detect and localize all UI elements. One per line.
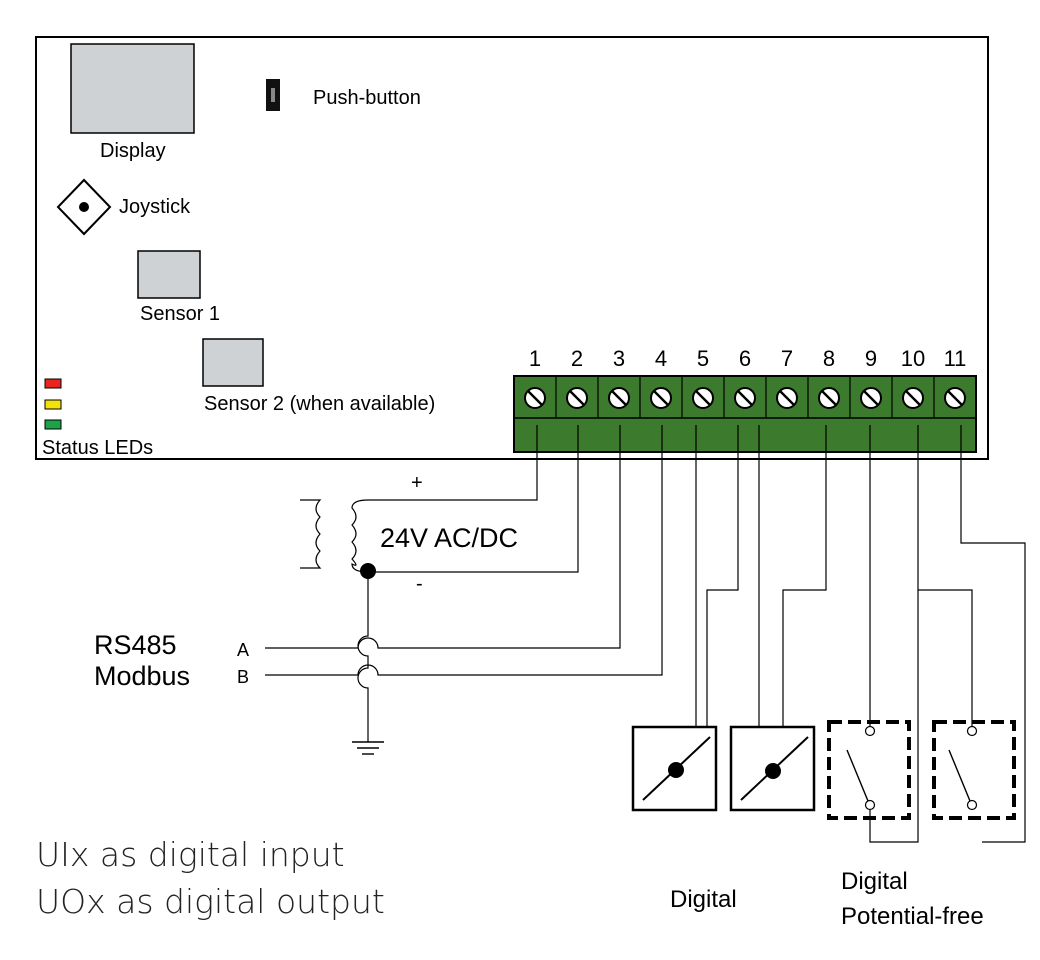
power-plus-label: + [411,472,423,494]
wire-rs485-a [265,425,621,649]
wire-power-plus [368,425,538,501]
wire-rs485-b [265,425,663,676]
push-button-slot-icon [271,88,275,102]
legend-line-1: UIx as digital input [36,835,345,874]
wire-terminal-8 [782,425,827,727]
terminal-number: 3 [613,346,625,371]
wire-ground [357,571,369,742]
terminal-number: 9 [865,346,877,371]
potential-free-label-line-1: Digital [841,868,908,895]
potential-free-switch-2-icon [948,749,971,802]
sensor-1 [137,250,201,299]
display-label: Display [100,140,166,162]
status-led-yellow [44,399,62,410]
terminal-block: 1 2 3 4 5 6 7 8 9 10 11 [513,346,977,453]
display [70,43,195,134]
terminal-number: 5 [697,346,709,371]
status-leds-label: Status LEDs [42,437,153,459]
terminal-number: 11 [944,346,967,371]
potential-free-label-line-2: Potential-free [841,903,984,930]
terminal-number: 10 [901,346,925,371]
joystick-label: Joystick [119,196,191,218]
status-led-green [44,419,62,430]
status-led-red [44,378,62,389]
terminal-number: 8 [823,346,835,371]
rs485-a-label: A [237,640,249,660]
potential-free-switch-1-icon [846,749,869,802]
rs485-subtitle: Modbus [94,661,190,691]
terminal-number: 7 [781,346,793,371]
potential-free-contact-2 [932,720,1016,820]
wire-terminal-11 [960,425,1026,843]
legend-line-2: UOx as digital output [36,882,385,921]
wire-common-return [869,590,919,843]
wire-terminal-6 [706,425,739,727]
terminal-number: 1 [529,346,541,371]
wire-terminal-10 [917,425,973,727]
wire-power-minus [368,425,579,573]
sensor-2 [202,338,264,387]
rs485-b-label: B [237,667,249,687]
terminal-number: 2 [571,346,583,371]
potential-free-contact-1 [827,720,911,820]
digital-label: Digital [670,886,737,913]
transformer-primary-coil-icon [300,499,322,569]
transformer-secondary-coil-icon [351,499,369,573]
sensor-1-label: Sensor 1 [140,303,220,325]
terminal-number: 6 [739,346,751,371]
joystick-center-dot-icon [79,202,89,212]
sensor-2-label: Sensor 2 (when available) [204,393,435,415]
terminal-number: 4 [655,346,667,371]
rs485-title: RS485 [94,630,177,660]
push-button-label: Push-button [313,87,421,109]
power-voltage-label: 24V AC/DC [380,523,518,553]
power-minus-label: - [416,573,423,595]
